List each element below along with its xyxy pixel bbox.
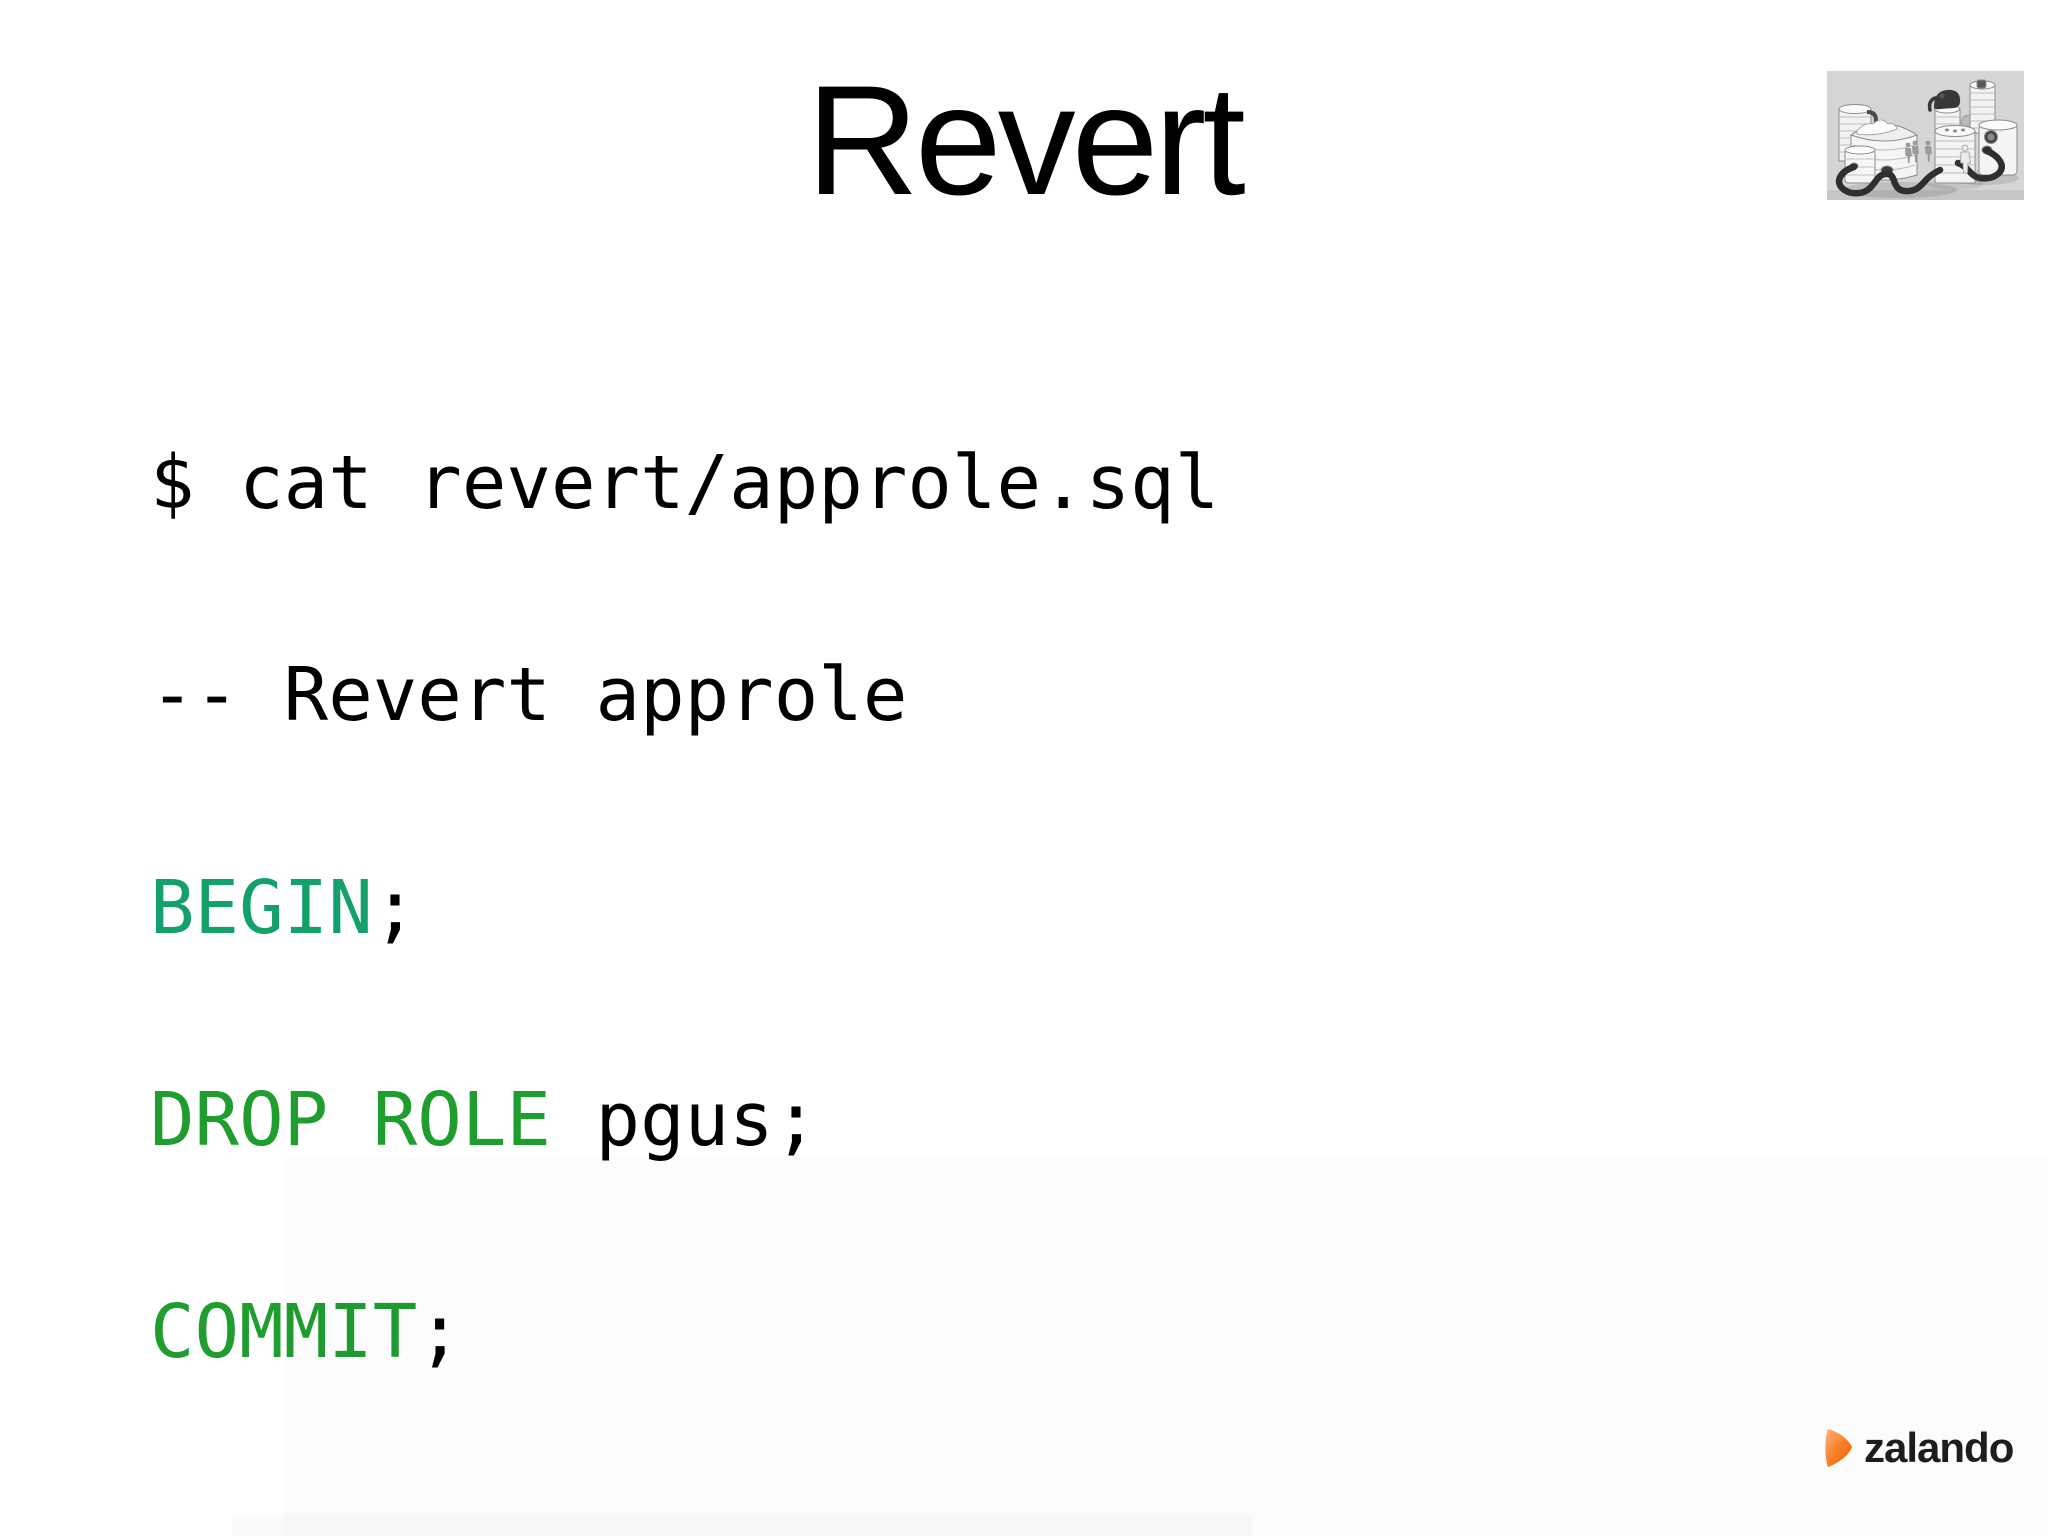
zalando-logo: zalando (1823, 1424, 2014, 1474)
code-line-sql-comment: -- Revert approle (150, 652, 907, 738)
zalando-logo-text: zalando (1864, 1424, 2014, 1471)
capture-artifact-strip (232, 1515, 1252, 1536)
semicolon: ; (417, 1289, 462, 1375)
shell-command-text: $ cat revert/approle.sql (150, 440, 1220, 526)
white-person-silhouette (1960, 144, 1971, 174)
code-line-shell-command: $ cat revert/approle.sql (150, 440, 1219, 526)
slide-title: Revert (806, 54, 1245, 228)
code-line-commit: COMMIT; (150, 1289, 462, 1375)
database-barrels-elephant-illustration (1827, 71, 2024, 200)
sql-keyword-drop-role: DROP ROLE (150, 1077, 551, 1163)
zalando-play-triangle-icon (1823, 1427, 1855, 1474)
sql-comment-text: -- Revert approle (150, 652, 908, 738)
semicolon: ; (372, 865, 418, 951)
code-line-begin: BEGIN; (150, 865, 417, 951)
code-line-drop-role: DROP ROLE pgus; (150, 1077, 818, 1163)
capture-artifact-band (285, 1156, 2048, 1536)
elephant-figure (1927, 89, 1961, 112)
people-silhouettes (1905, 140, 1932, 163)
sql-keyword-begin: BEGIN (150, 865, 373, 951)
role-name-text: pgus; (550, 1077, 819, 1163)
sql-keyword-commit: COMMIT (150, 1289, 418, 1375)
